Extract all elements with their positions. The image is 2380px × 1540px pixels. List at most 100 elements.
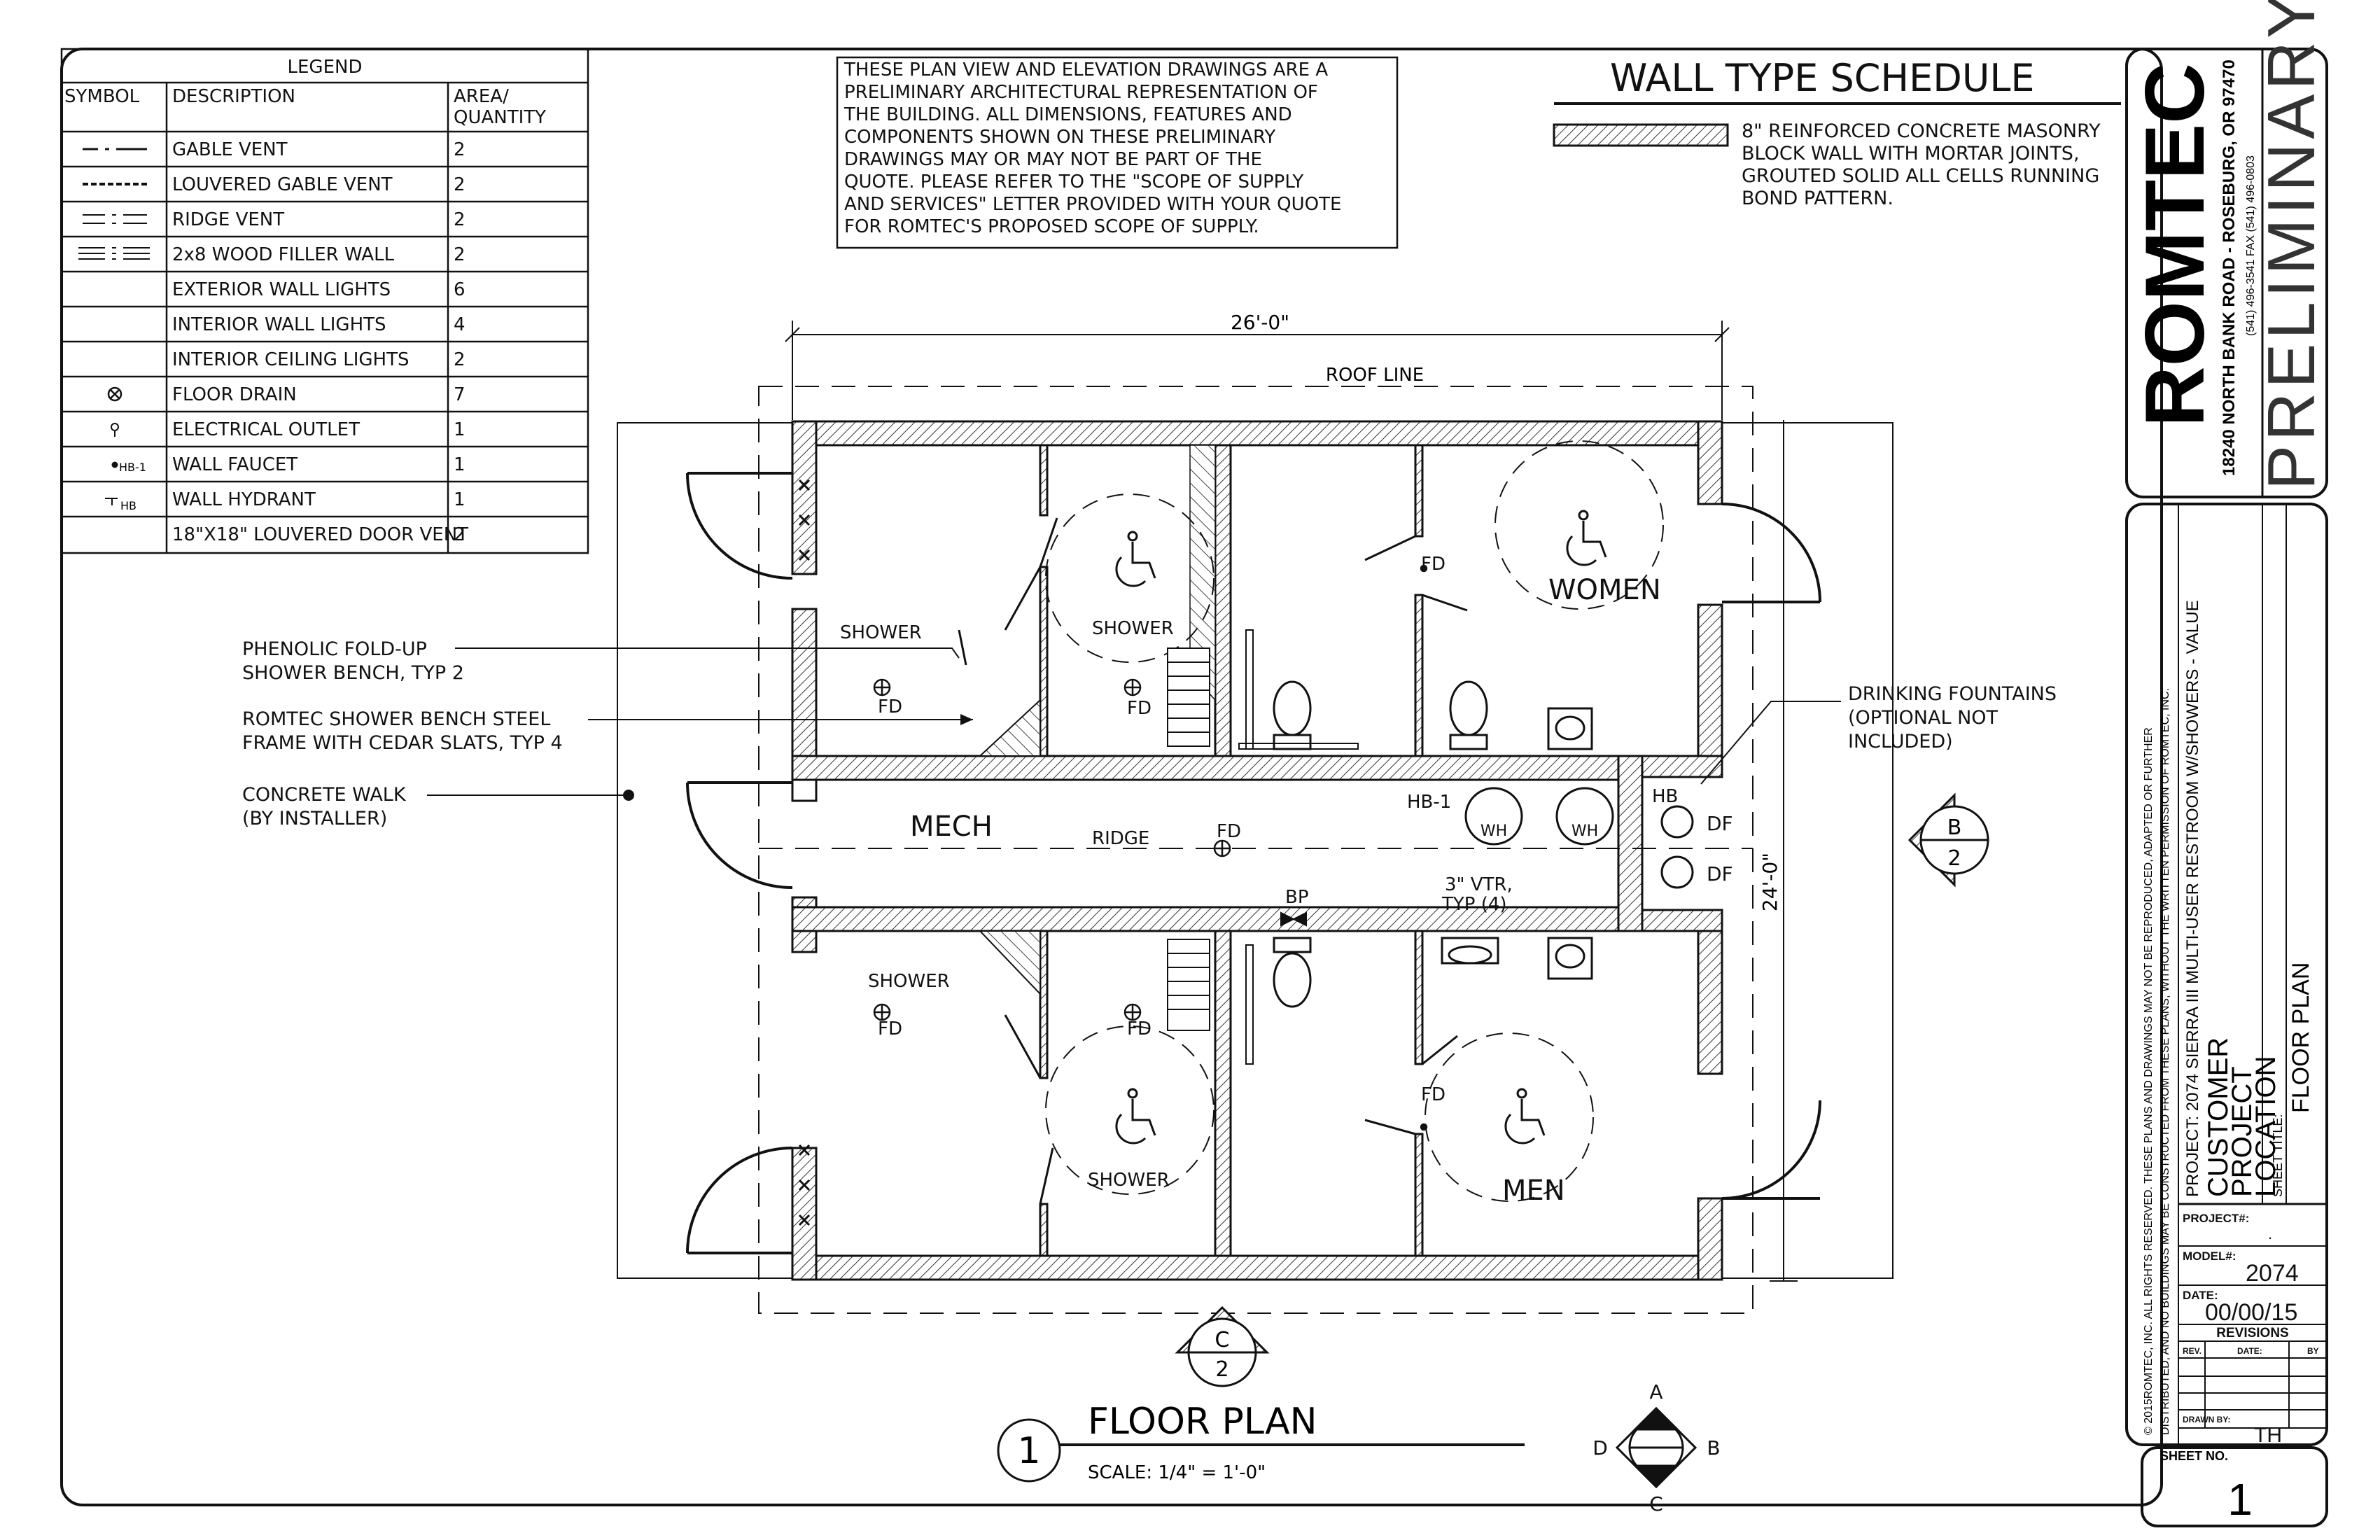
fd-label: FD <box>1127 1018 1152 1040</box>
legend-row-quantity: 2 <box>454 524 465 545</box>
depth-dimension-label: 24'-0" <box>1758 853 1782 911</box>
exterior-light-marks <box>798 479 811 1226</box>
sheet-number-panel <box>2141 1446 2328 1527</box>
water-heater <box>1464 787 1523 846</box>
walk-callout: CONCRETE WALK <box>242 784 407 806</box>
vtr-label: 3" VTR, <box>1445 874 1513 895</box>
customer-line: LOCATION <box>2250 1056 2281 1197</box>
shower-label: SHOWER <box>1088 1170 1170 1191</box>
fd-label: FD <box>878 696 902 718</box>
note-line: THE BUILDING. ALL DIMENSIONS, FEATURES A… <box>844 104 1292 125</box>
legend-row-quantity: 2 <box>454 174 465 195</box>
note-line: THESE PLAN VIEW AND ELEVATION DRAWINGS A… <box>844 59 1328 80</box>
elevation-c-number: 2 <box>1215 1357 1228 1382</box>
note-line: COMPONENTS SHOWN ON THESE PRELIMINARY <box>844 127 1275 148</box>
legend-row-description: WALL FAUCET <box>172 454 298 475</box>
bp-label: BP <box>1285 887 1309 908</box>
ridge-label: RIDGE <box>1092 828 1149 849</box>
legend-row-quantity: 7 <box>454 384 465 405</box>
customer-line: CUSTOMER <box>2203 1037 2234 1197</box>
title-block-logo-panel <box>2125 48 2328 498</box>
shower-benches <box>1167 648 1210 1031</box>
men-room-label: MEN <box>1502 1175 1565 1207</box>
legend-row-description: ELECTRICAL OUTLET <box>172 419 360 440</box>
turning-circles <box>1045 440 1664 1202</box>
plumbing-fixtures <box>1273 680 1593 1008</box>
fountain-callout: INCLUDED) <box>1848 731 1953 752</box>
wall-hydrant-icon <box>105 498 118 505</box>
df-label: DF <box>1707 812 1733 835</box>
elevation-marker-c <box>1175 1306 1270 1387</box>
drinking-fountain <box>1660 805 1694 839</box>
accessibility-icon <box>1504 1088 1546 1144</box>
shower-label: SHOWER <box>840 622 922 643</box>
legend-row-quantity: 1 <box>454 454 465 475</box>
sheet-border <box>60 48 2163 1506</box>
fountain-callout: DRINKING FOUNTAINS <box>1848 683 2057 705</box>
roof-line <box>758 386 1754 1314</box>
rev-header: DATE: <box>2237 1346 2262 1356</box>
drawn-by-label: DRAWN BY: <box>2183 1415 2230 1424</box>
water-heater <box>1555 787 1614 846</box>
copyright-line: © 2015ROMTEC, INC. ALL RIGHTS RESERVED. … <box>2143 727 2155 1435</box>
legend-row-quantity: 6 <box>454 279 465 300</box>
project-no: . <box>2268 1225 2272 1242</box>
frame-callout: ROMTEC SHOWER BENCH STEEL <box>242 708 550 730</box>
shower-pan-area <box>978 930 1041 996</box>
date-value: 00/00/15 <box>2205 1299 2297 1326</box>
water-heater-label: WH <box>1480 822 1507 840</box>
legend-row-description: 18"X18" LOUVERED DOOR VENT <box>172 524 468 545</box>
fountain-callout: (OPTIONAL NOT <box>1848 707 1998 729</box>
legend-row-description: INTERIOR CEILING LIGHTS <box>172 349 409 370</box>
ridge-vent-icon <box>83 214 147 224</box>
accessibility-icon <box>1566 510 1607 566</box>
wall-type-swatch <box>1553 123 1729 147</box>
wall-faucet-icon <box>111 461 118 468</box>
accessibility-icon <box>1115 1088 1156 1144</box>
drawn-by: TH <box>2254 1424 2282 1447</box>
elevation-c-letter: C <box>1215 1328 1230 1352</box>
note-line: QUOTE. PLEASE REFER TO THE "SCOPE OF SUP… <box>844 172 1303 192</box>
depth-dimension <box>1770 420 1798 1282</box>
frame-callout: FRAME WITH CEDAR SLATS, TYP 4 <box>242 732 563 754</box>
note-line: PRELIMINARY ARCHITECTURAL REPRESENTATION… <box>844 82 1318 103</box>
legend-row-quantity: 2 <box>454 139 465 160</box>
wall-hydrant-label: HB <box>120 499 136 512</box>
mech-room-label: MECH <box>910 811 993 843</box>
sheet-title: FLOOR PLAN <box>2288 962 2314 1113</box>
shower-pan-area <box>1189 444 1216 701</box>
preliminary-note-box <box>836 56 1399 249</box>
walk-leader-dot <box>623 790 634 801</box>
width-dimension-label: 26'-0" <box>1231 311 1289 334</box>
model-value: 2074 <box>2246 1260 2299 1287</box>
legend-row-description: RIDGE VENT <box>172 209 284 230</box>
legend-table <box>60 48 589 554</box>
drawing-scale: SCALE: 1/4" = 1'-0" <box>1088 1462 1266 1483</box>
leader-arrow <box>960 714 973 725</box>
company-phone: (541) 496-3541 FAX (541) 496-0803 <box>2245 155 2257 336</box>
electrical-outlet-icon <box>111 423 119 437</box>
wall-schedule-line: BOND PATTERN. <box>1742 188 1893 209</box>
legend-row-description: 2x8 WOOD FILLER WALL <box>172 244 395 265</box>
legend-header-description: DESCRIPTION <box>172 86 295 107</box>
compass-s: C <box>1649 1492 1663 1516</box>
floor-drains <box>873 564 1428 1131</box>
drawing-number-bubble <box>997 1418 1061 1483</box>
copyright-line: DISTRIBUTED, AND NO BUILDINGS MAY BE CON… <box>2160 688 2171 1435</box>
sheet-title-label: SHEET TITLE: <box>2271 1114 2285 1197</box>
note-line: FOR ROMTEC'S PROPOSED SCOPE OF SUPPLY. <box>844 216 1259 237</box>
walk-callout: (BY INSTALLER) <box>242 808 387 830</box>
legend-row-description: INTERIOR WALL LIGHTS <box>172 314 386 335</box>
drinking-fountain <box>1660 855 1694 889</box>
legend-row-description: WALL HYDRANT <box>172 489 316 510</box>
project-no-label: PROJECT#: <box>2183 1212 2249 1225</box>
exterior-doors <box>686 472 1821 1254</box>
model-label: MODEL#: <box>2183 1250 2236 1263</box>
legend-row-description: FLOOR DRAIN <box>172 384 297 405</box>
legend-header-quantity-2: QUANTITY <box>454 107 546 128</box>
wall-schedule-line: 8" REINFORCED CONCRETE MASONRY <box>1742 120 2101 142</box>
rev-header: BY <box>2307 1346 2319 1356</box>
legend-row-quantity: 2 <box>454 244 465 265</box>
legend-row-quantity: 2 <box>454 209 465 230</box>
